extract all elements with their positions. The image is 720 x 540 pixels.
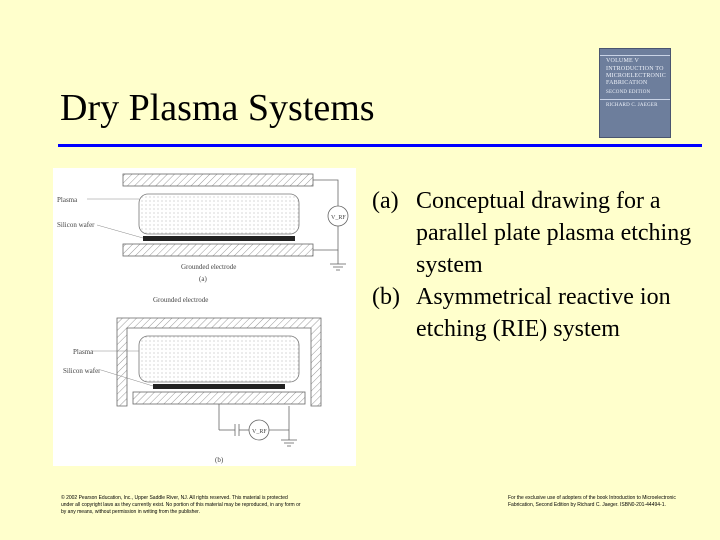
plasma-region [138, 193, 300, 235]
book-cover-title-1: INTRODUCTION TO [606, 66, 664, 72]
source-label-b: V_RF [252, 429, 267, 435]
grounded-chamber [116, 317, 322, 407]
source-label-a: V_RF [331, 215, 346, 221]
panel-label-a: (a) [199, 275, 207, 283]
book-cover-volume: VOLUME V [606, 58, 639, 64]
panel-label-b: (b) [215, 456, 224, 464]
plasma-label-a: Plasma [57, 196, 78, 204]
wafer-label-a: Silicon wafer [57, 221, 95, 229]
title-underline [58, 144, 702, 147]
top-electrode [122, 173, 314, 187]
wafer-label-b: Silicon wafer [63, 367, 101, 375]
plasma-systems-figure: Plasma Silicon wafer V_RF Grounded elect… [53, 168, 356, 466]
panel-b-diagram: Grounded electrode [63, 296, 322, 464]
book-cover-image: VOLUME V INTRODUCTION TO MICROELECTRONIC… [599, 48, 671, 138]
copyright-notice: © 2002 Pearson Education, Inc., Upper Sa… [61, 495, 301, 515]
book-cover-author: RICHARD C. JAEGER [606, 103, 658, 108]
book-cover-title-3: FABRICATION [606, 80, 648, 86]
book-cover-title-2: MICROELECTRONIC [606, 73, 666, 79]
book-cover-line [600, 99, 670, 100]
silicon-wafer [143, 236, 295, 241]
book-cover-line [600, 55, 670, 56]
caption-text-b: Asymmetrical reactive ion etching (RIE) … [416, 284, 671, 342]
caption-text-a: Conceptual drawing for a parallel plate … [416, 188, 692, 278]
caption-item-a: (a) Conceptual drawing for a parallel pl… [372, 185, 702, 281]
slide-title: Dry Plasma Systems [60, 87, 375, 129]
panel-a-diagram: Plasma Silicon wafer V_RF Grounded elect… [57, 173, 349, 283]
silicon-wafer-b [153, 384, 285, 389]
caption-label-b: (b) [372, 284, 400, 310]
grounded-electrode [122, 243, 314, 257]
adopter-notice: For the exclusive use of adopters of the… [508, 495, 676, 508]
electrode-label-b: Grounded electrode [153, 296, 208, 304]
book-cover-edition: SECOND EDITION [606, 90, 651, 95]
plasma-label-b: Plasma [73, 348, 94, 356]
electrode-label-a: Grounded electrode [181, 263, 236, 271]
plasma-region-b [138, 335, 300, 383]
caption-item-b: (b) Asymmetrical reactive ion etching (R… [372, 281, 702, 345]
caption-list: (a) Conceptual drawing for a parallel pl… [372, 185, 702, 345]
powered-electrode [132, 391, 306, 405]
caption-label-a: (a) [372, 188, 399, 214]
